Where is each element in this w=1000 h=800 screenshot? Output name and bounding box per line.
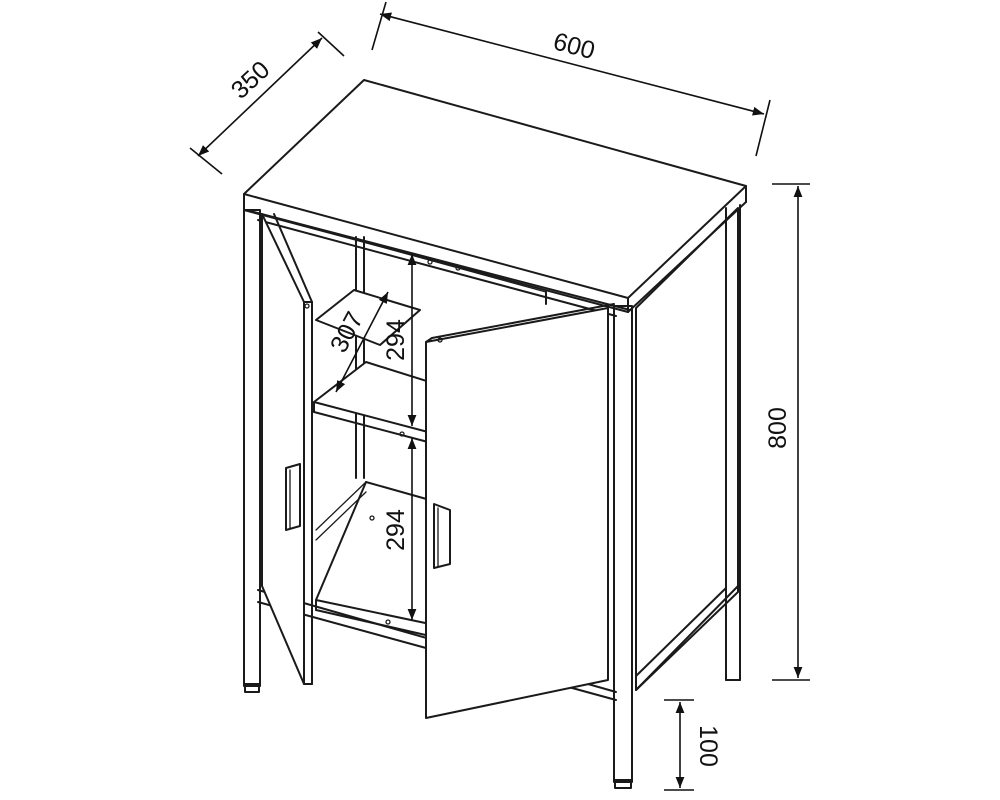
- dimension-height-label: 800: [764, 407, 792, 449]
- dimension-height: 800: [764, 183, 810, 681]
- cabinet-top: [243, 79, 747, 313]
- dimension-depth-label: 350: [226, 56, 276, 105]
- front-right-leg: [613, 305, 633, 783]
- dimension-lower-compartment-label: 294: [382, 509, 410, 551]
- dimension-leg-height: 100: [664, 699, 722, 791]
- cabinet-body: [243, 204, 741, 789]
- dimension-upper-compartment-label: 294: [382, 319, 410, 361]
- front-left-leg: [243, 209, 261, 687]
- dimension-lower-compartment: 294: [382, 438, 417, 620]
- dimension-upper-compartment: 294: [382, 254, 417, 426]
- bottom-shelf: [315, 481, 431, 625]
- left-door: [261, 213, 313, 685]
- right-side-panel: [635, 207, 739, 691]
- left-door-handle: [285, 463, 301, 531]
- right-door-handle: [433, 503, 451, 569]
- right-door: [425, 303, 615, 719]
- dimension-leg-height-label: 100: [694, 725, 722, 767]
